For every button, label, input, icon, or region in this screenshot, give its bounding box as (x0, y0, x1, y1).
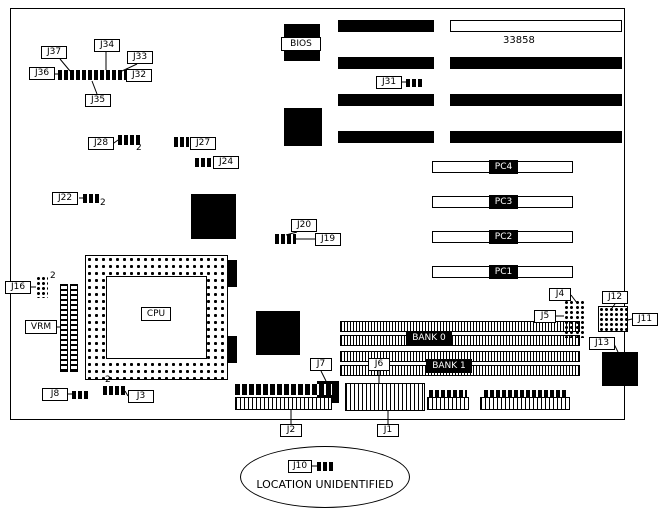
label-j24: J24 (213, 156, 239, 169)
label-j32: J32 (126, 69, 152, 82)
jumper-block (58, 70, 128, 80)
label-bios: BIOS (281, 37, 321, 51)
jumper-block (317, 462, 335, 471)
label-j35: J35 (85, 94, 111, 107)
isa-slot (450, 57, 622, 69)
label-j28: J28 (88, 137, 114, 150)
label-pc4: PC4 (489, 160, 518, 174)
label-j20: J20 (291, 219, 317, 232)
jumper-block (118, 135, 142, 145)
label-j6: J6 (368, 358, 390, 371)
pin-header (575, 300, 585, 338)
pin2-marker: 2 (100, 198, 106, 208)
jumper-block (103, 386, 125, 395)
label-j31: J31 (376, 76, 402, 89)
location-note: LOCATION UNIDENTIFIED (256, 478, 394, 491)
vrm-header (60, 284, 68, 372)
pin2-marker: 2 (105, 375, 111, 385)
location-ellipse (240, 446, 410, 508)
isa-slot (338, 131, 434, 143)
label-j8: J8 (42, 388, 68, 401)
label-cpu: CPU (141, 307, 171, 321)
label-j3: J3 (128, 390, 154, 403)
label-j2: J2 (280, 424, 302, 437)
pin-header (36, 276, 48, 298)
pin-header (484, 390, 568, 397)
simm-socket (340, 335, 580, 346)
jumper-block (83, 194, 101, 203)
label-j4: J4 (549, 288, 571, 301)
pin-header (564, 300, 574, 338)
label-j13: J13 (589, 337, 615, 350)
j2-connector-row (235, 397, 332, 410)
label-j11: J11 (632, 313, 658, 326)
isa-slot (450, 20, 622, 32)
label-j1: J1 (377, 424, 399, 437)
label-bank1: BANK 1 (426, 359, 472, 373)
part-number: 33858 (503, 35, 535, 46)
j1-j6-connector (345, 383, 425, 411)
label-j12: J12 (602, 291, 628, 304)
j2-connector-row (235, 384, 332, 395)
pin2-marker: 2 (50, 271, 56, 281)
label-j7: J7 (310, 358, 332, 371)
label-pc3: PC3 (489, 195, 518, 209)
j12-connector (598, 306, 628, 332)
pin-header (429, 390, 467, 397)
jumper-block (174, 137, 189, 147)
label-j27: J27 (190, 137, 216, 150)
connector-block (480, 397, 570, 410)
connector-block (427, 397, 469, 410)
jumper-block (406, 79, 424, 87)
chipset-chip (284, 108, 322, 146)
label-j37: J37 (41, 46, 67, 59)
isa-slot (338, 94, 434, 106)
label-pc2: PC2 (489, 230, 518, 244)
jumper-block (195, 158, 212, 167)
label-j19: J19 (315, 233, 341, 246)
label-j33: J33 (127, 51, 153, 64)
label-j22: J22 (52, 192, 78, 205)
label-j34: J34 (94, 39, 120, 52)
label-j5: J5 (534, 310, 556, 323)
qfp-chip (191, 194, 236, 239)
pin2-marker: 2 (136, 143, 142, 153)
socket-tab (227, 336, 237, 363)
isa-slot (450, 131, 622, 143)
isa-slot (338, 20, 434, 32)
socket-tab (227, 260, 237, 287)
label-bank0: BANK 0 (406, 331, 452, 345)
jumper-block (72, 391, 88, 399)
label-j10: J10 (288, 460, 312, 473)
label-pc1: PC1 (489, 265, 518, 279)
isa-slot (338, 57, 434, 69)
qfp-chip (256, 311, 300, 355)
label-j16: J16 (5, 281, 31, 294)
keyboard-connector (602, 352, 638, 386)
label-vrm: VRM (25, 320, 57, 334)
jumper-block (275, 234, 296, 244)
vrm-header (70, 284, 78, 372)
label-j36: J36 (29, 67, 55, 80)
isa-slot (450, 94, 622, 106)
